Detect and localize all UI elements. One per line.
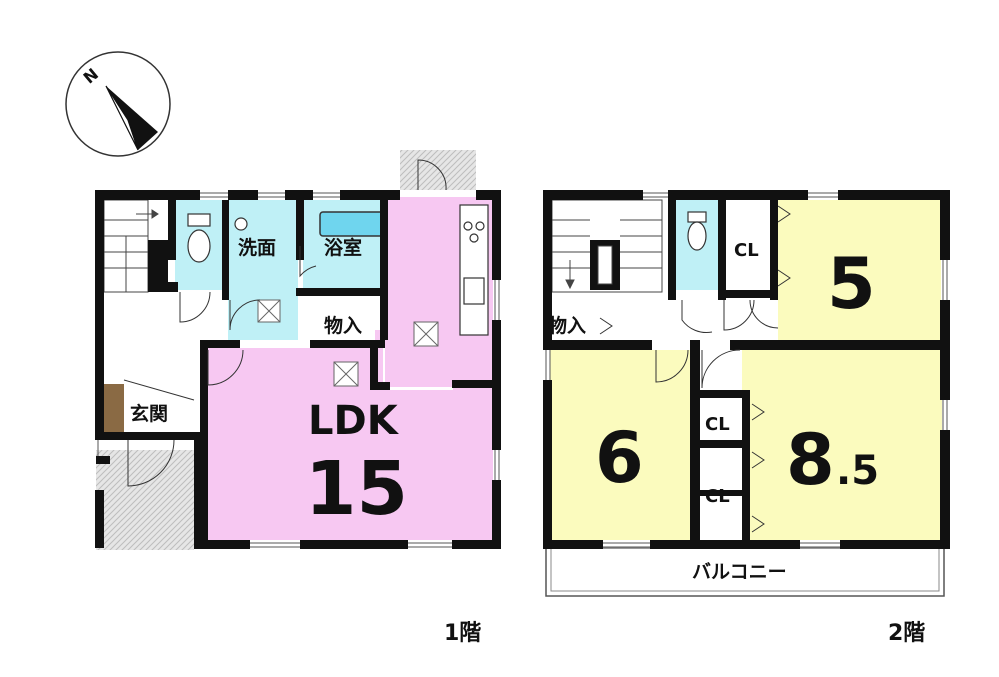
entrance-porch [96, 450, 194, 550]
toilet-fixture-2f-icon [687, 211, 707, 251]
windows [97, 192, 948, 548]
bedroom-5 [778, 200, 941, 340]
stair-core-icon [597, 245, 613, 285]
ldk-room [208, 330, 493, 540]
closet-a-label: CL [734, 240, 759, 261]
room-5-label: 5 [827, 243, 876, 325]
compass-needle-icon [106, 86, 158, 150]
ldk-label: LDK [308, 398, 400, 444]
doors-1f [123, 159, 447, 487]
toilet-fixture-icon [187, 213, 211, 263]
floor1-title: 1階 [444, 621, 481, 646]
north-compass: N [65, 51, 171, 157]
entrance-floor [104, 384, 124, 432]
walls-2f [543, 190, 950, 549]
doors-2f [599, 205, 791, 533]
sink-icon [234, 217, 248, 231]
closet-c-label: CL [705, 486, 730, 507]
balcony-label: バルコニー [692, 561, 787, 583]
closet-b-label: CL [705, 414, 730, 435]
rear-porch [400, 150, 476, 190]
bedroom-85 [742, 350, 942, 540]
ldk-size-label: 15 [305, 446, 408, 532]
floor2-plan: CL CL CL 物入 5 6 8 .5 バルコニー 2階 [543, 190, 950, 646]
compass-needle-half-icon [105, 85, 139, 151]
bathtub-icon [319, 211, 387, 237]
room-85-int-label: 8 [786, 419, 835, 501]
bedroom-6 [550, 350, 690, 540]
washroom-label: 洗面 [238, 236, 276, 259]
room-6-label: 6 [595, 417, 644, 499]
bath-label: 浴室 [324, 236, 362, 259]
floor1-plan: 洗面 浴室 物入 LDK 15 玄関 1階 [95, 150, 501, 646]
walls-1f [95, 190, 501, 549]
storage-label-2f: 物入 [548, 314, 586, 337]
ceiling-vents-1f [257, 299, 439, 387]
room-85-frac-label: .5 [836, 448, 879, 494]
entrance-label: 玄関 [130, 402, 168, 425]
floor2-title: 2階 [888, 621, 925, 646]
kitchen-counter [459, 204, 489, 336]
storage-label-1f: 物入 [324, 314, 362, 337]
